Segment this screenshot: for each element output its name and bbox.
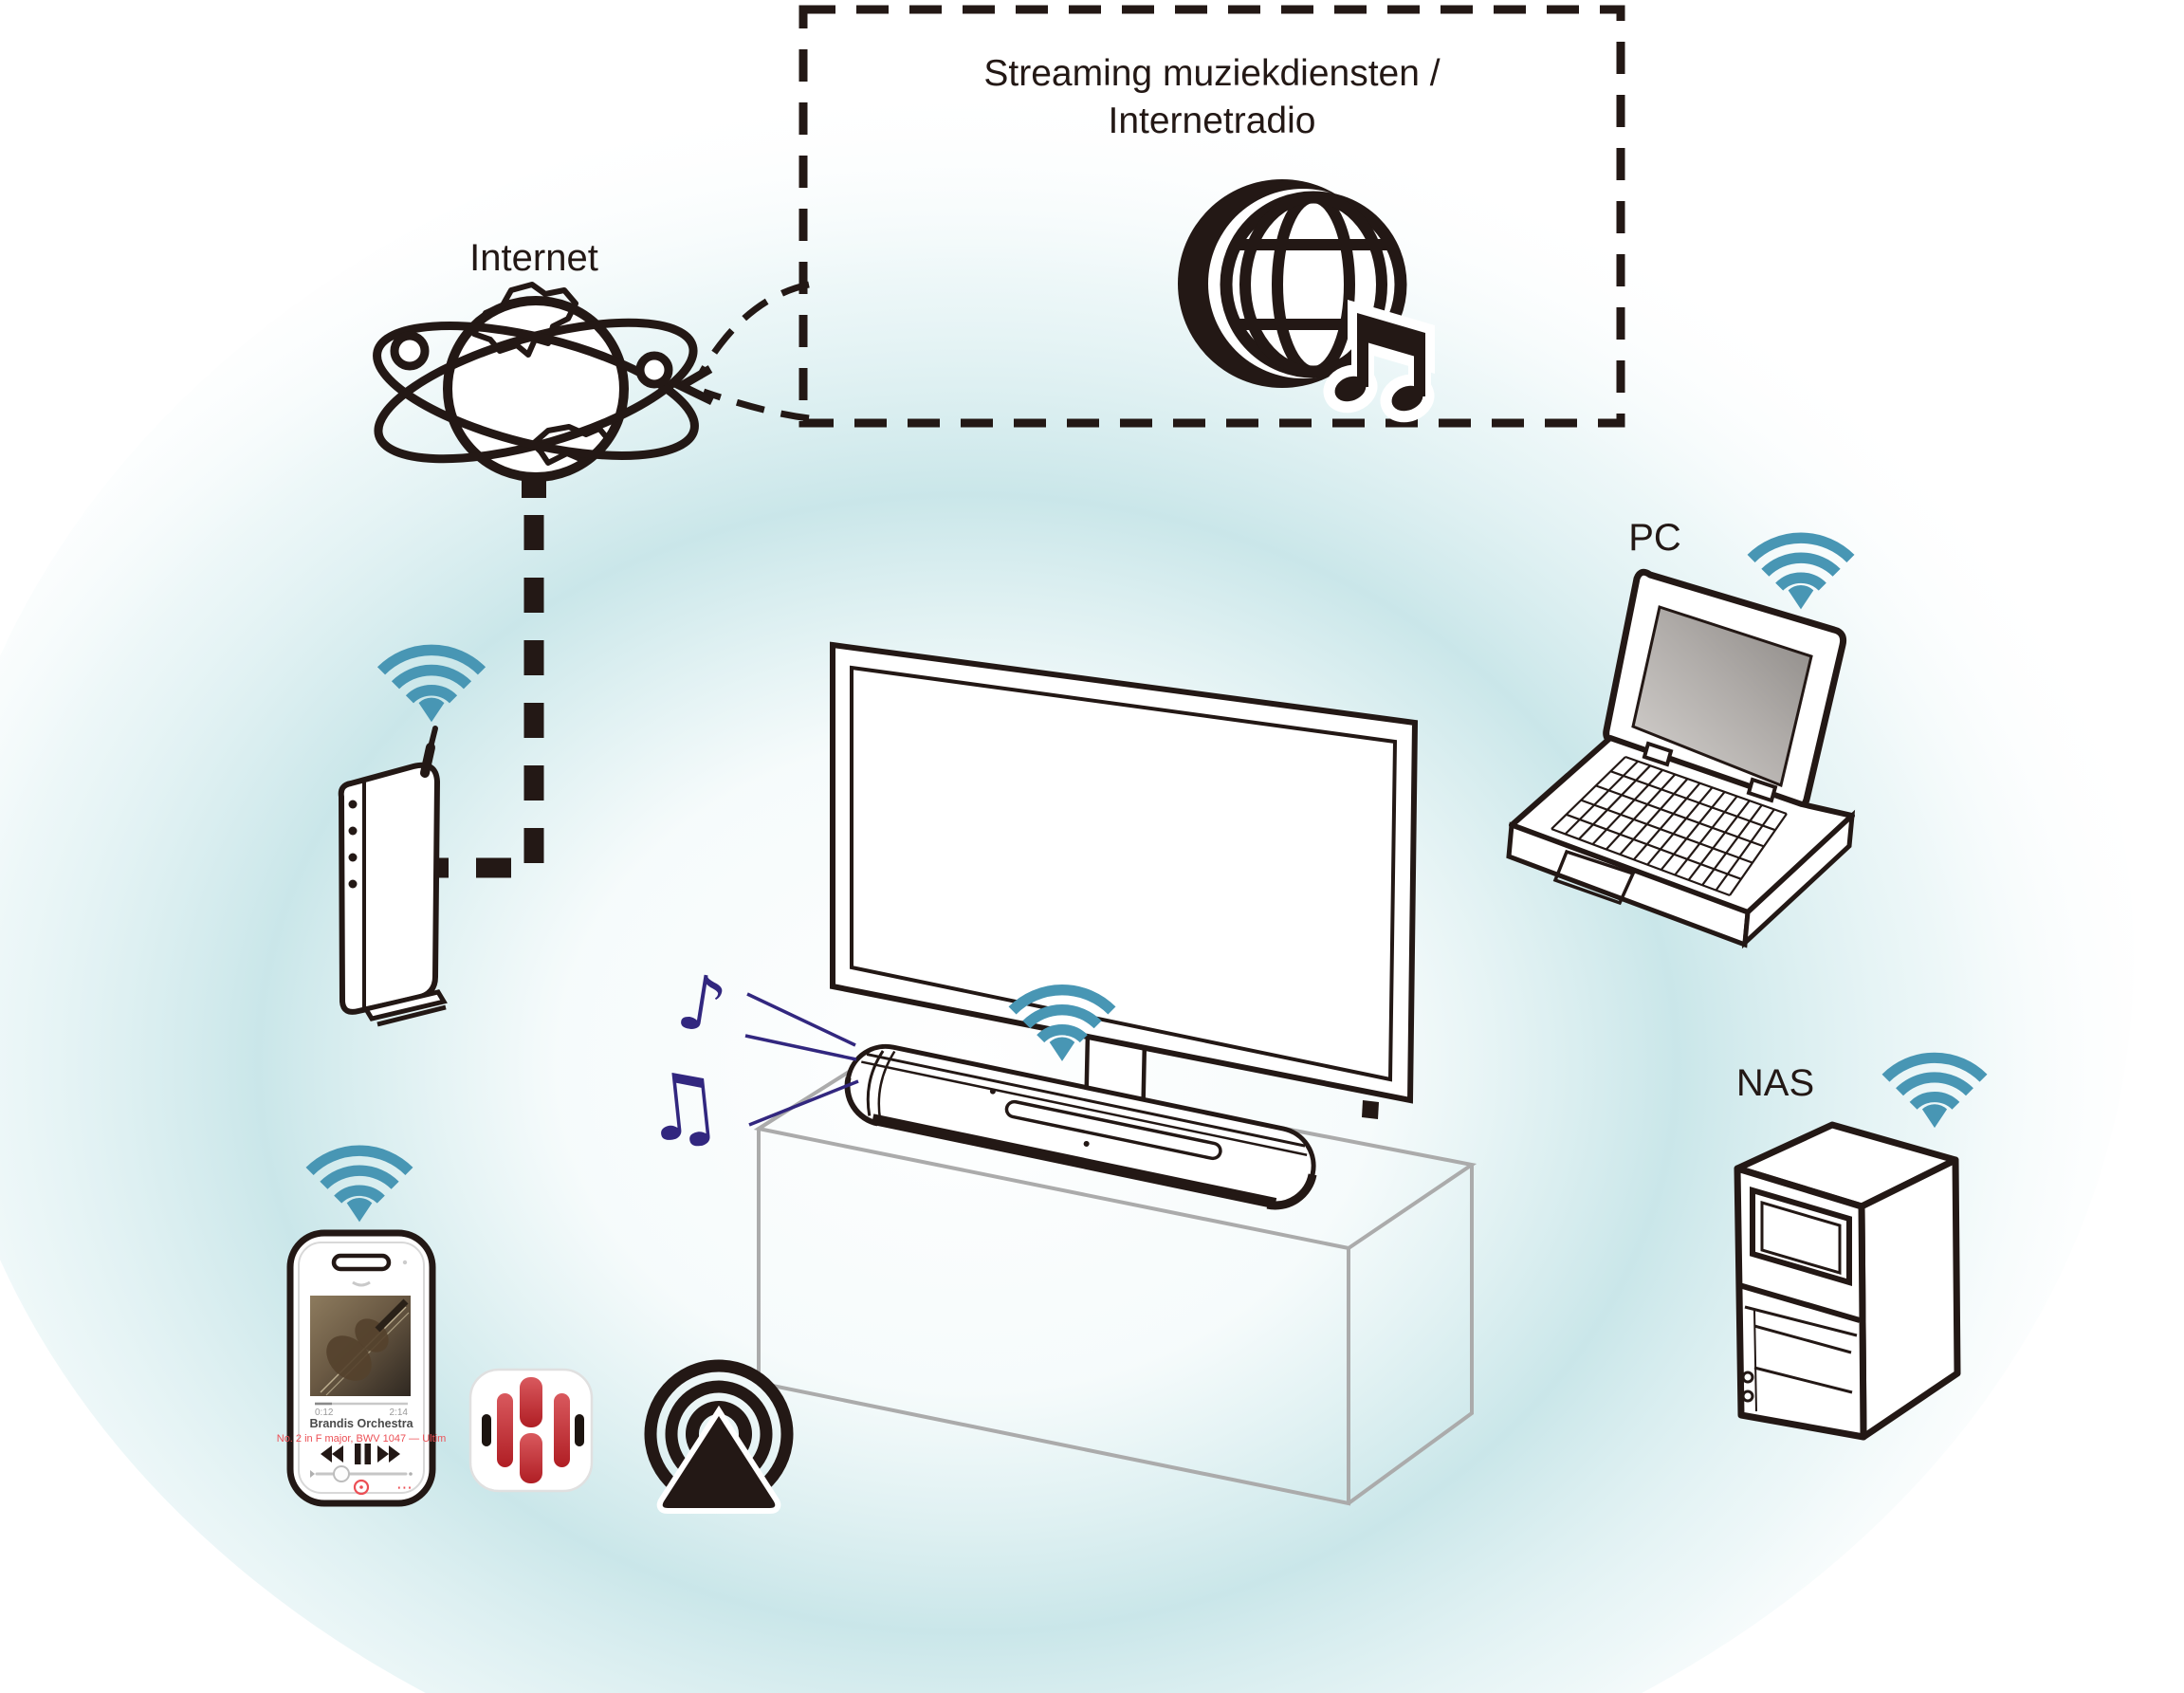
laptop-keyboard: [1551, 755, 1788, 897]
callout-arrowhead: [671, 365, 714, 406]
more-icon: ⋯: [396, 1479, 413, 1497]
tv-cabinet: [753, 1048, 1477, 1506]
internet-globe-icon: [373, 282, 699, 498]
tv-foot: [1362, 1100, 1379, 1119]
airplay-icon: [644, 1359, 794, 1514]
heos-app-icon: [468, 1368, 594, 1493]
time-remaining: 2:14: [390, 1408, 409, 1418]
tv: [830, 641, 1419, 1119]
callout-line2: Internetradio: [1109, 101, 1316, 141]
globe-music-icon: [1178, 179, 1435, 423]
airplay-audio-icon: [353, 1479, 370, 1496]
volume-knob: [333, 1465, 350, 1482]
chevron-down-icon: [352, 1280, 371, 1287]
nas-tower: [1734, 1121, 1961, 1441]
pause-icon: [355, 1444, 371, 1464]
laptop-touchpad: [1552, 849, 1636, 906]
router-antenna: [420, 743, 435, 778]
fast-forward-icon: [377, 1445, 400, 1463]
satellite-icon: [390, 331, 430, 371]
router: [338, 726, 448, 1027]
music-note-icon: [1334, 313, 1425, 412]
internet-label: Internet: [469, 237, 598, 279]
router-leds: [348, 800, 358, 889]
soundbar: [844, 1043, 1317, 1210]
album-art: [310, 1296, 411, 1396]
playback-controls: [321, 1444, 400, 1464]
callout-line1: Streaming muziekdiensten /: [983, 53, 1440, 94]
soundbar-display: [1004, 1099, 1222, 1161]
pc-label: PC: [1628, 517, 1681, 559]
callout-arrow: [695, 281, 810, 422]
phone-speaker: [331, 1253, 392, 1272]
track-title: No. 2 in F major, BWV 1047 — Ultim: [277, 1433, 447, 1445]
laptop: [1506, 568, 1856, 949]
time-elapsed: 0:12: [315, 1408, 334, 1418]
beamed-note-icon: ♫: [636, 1050, 728, 1164]
nas-label: NAS: [1736, 1062, 1814, 1104]
rewind-icon: [321, 1445, 343, 1463]
nas-bay: [1750, 1186, 1852, 1287]
satellite-icon: [635, 351, 673, 389]
smartphone: 0:12 2:14 Brandis Orchestra No. 2 in F m…: [277, 1229, 447, 1507]
streaming-callout: Streaming muziekdiensten / Internetradio: [798, 5, 1625, 428]
router-foot: [362, 989, 448, 1021]
artist-name: Brandis Orchestra: [309, 1417, 413, 1430]
laptop-screen: [1631, 605, 1813, 788]
